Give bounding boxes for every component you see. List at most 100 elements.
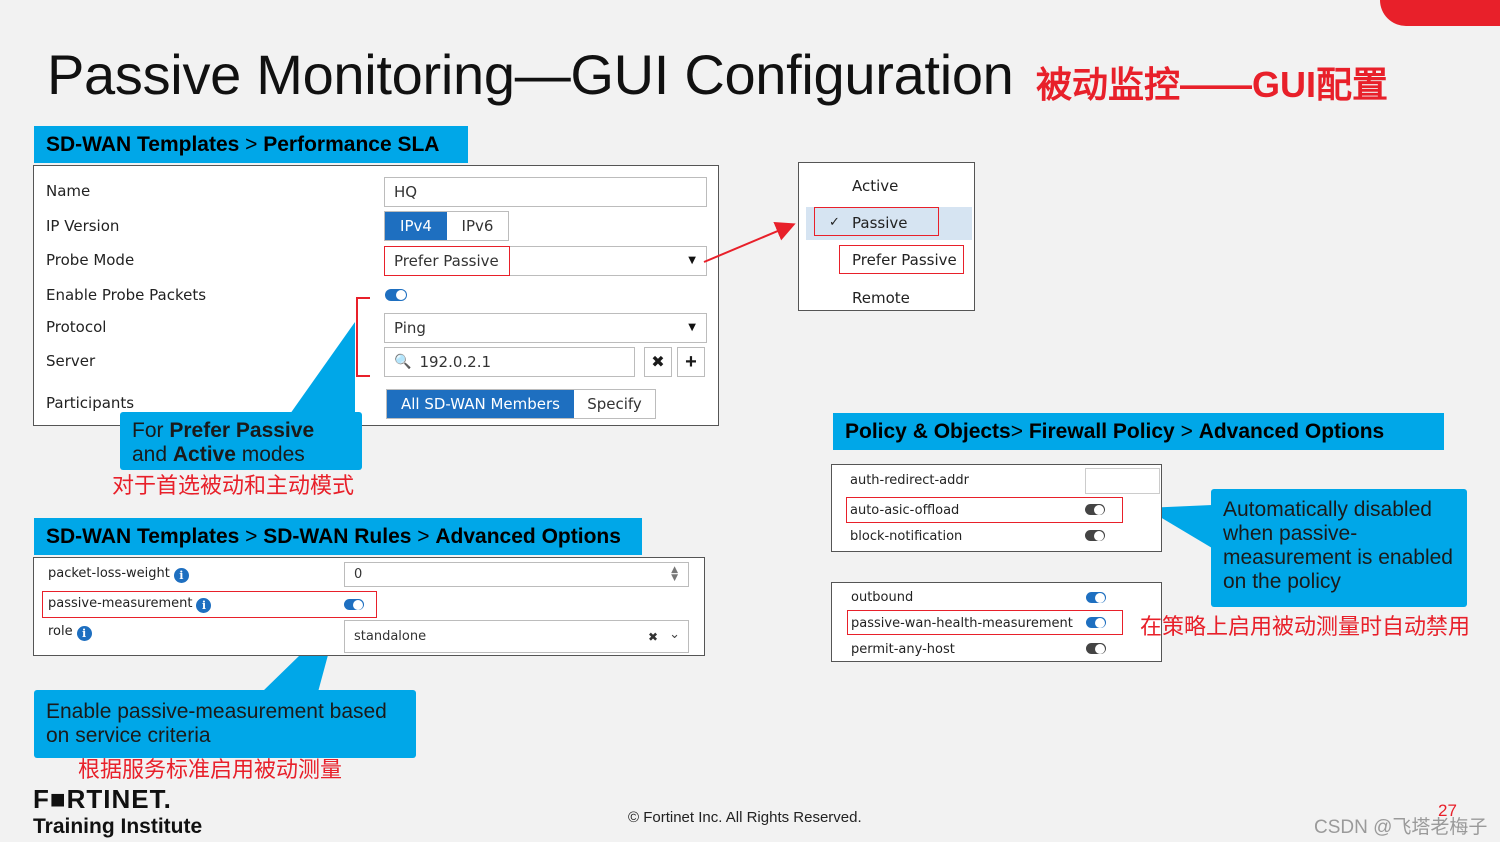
- specify-option[interactable]: Specify: [587, 395, 642, 413]
- header-part: SD-WAN Templates: [46, 133, 240, 156]
- menu-item-remote[interactable]: Remote: [852, 289, 910, 307]
- enable-probe-toggle[interactable]: [385, 289, 407, 301]
- header-part: Advanced Options: [435, 525, 621, 548]
- outbound-toggle[interactable]: [1086, 592, 1106, 603]
- name-input[interactable]: HQ: [384, 177, 707, 207]
- callout-bold: Active: [172, 443, 236, 466]
- ipv4-option[interactable]: IPv4: [385, 212, 447, 240]
- label-text: passive-measurement: [48, 596, 193, 611]
- ip-version-toggle: IPv4 IPv6: [384, 211, 509, 241]
- option-label: permit-any-host: [851, 642, 955, 657]
- remove-server-icon[interactable]: ✖: [644, 347, 672, 377]
- name-label: Name: [46, 182, 91, 200]
- rules-section-header: SD-WAN Templates > SD-WAN Rules > Advanc…: [34, 518, 642, 555]
- highlight-box: [839, 245, 964, 274]
- highlight-box: [42, 591, 377, 618]
- callout-cn: 在策略上启用被动测量时自动禁用: [1140, 614, 1471, 639]
- info-icon[interactable]: i: [173, 568, 189, 583]
- prefer-passive-callout: For Prefer Passive and Active modes: [120, 412, 362, 470]
- participants-toggle: All SD-WAN Members Specify: [386, 389, 656, 419]
- check-icon: ✓: [829, 215, 840, 230]
- server-value: 192.0.2.1: [419, 353, 492, 371]
- block-notification-toggle[interactable]: [1085, 530, 1105, 541]
- plw-value: 0: [354, 567, 363, 582]
- menu-item-passive[interactable]: Passive: [852, 214, 908, 232]
- header-part: SD-WAN Rules: [263, 525, 412, 548]
- pointer-arrow: [703, 221, 796, 263]
- option-label: passive-wan-health-measurement: [851, 616, 1073, 631]
- passive-measurement-toggle[interactable]: [344, 599, 364, 610]
- highlight-box: [384, 246, 510, 276]
- auto-asic-offload-toggle[interactable]: [1085, 504, 1105, 515]
- label-text: packet-loss-weight: [48, 566, 170, 581]
- server-label: Server: [46, 352, 96, 370]
- header-part: Performance SLA: [263, 133, 440, 156]
- header-sep: >: [1174, 420, 1199, 443]
- label-text: role: [48, 624, 73, 639]
- training-institute-label: Training Institute: [33, 815, 203, 838]
- callout-bold: Prefer Passive: [169, 419, 315, 442]
- protocol-value: Ping: [394, 319, 426, 337]
- header-sep: >: [1010, 420, 1029, 443]
- fortinet-logo: F■RTINET.: [33, 784, 172, 814]
- menu-item-active[interactable]: Active: [852, 177, 899, 195]
- probe-mode-menu: Active ✓ Passive Prefer Passive Remote: [798, 162, 975, 311]
- server-input[interactable]: 🔍 192.0.2.1: [384, 347, 635, 377]
- clear-icon[interactable]: ✖: [647, 630, 658, 644]
- callout-text: For: [132, 419, 170, 442]
- header-part: Advanced Options: [1198, 420, 1385, 443]
- callout-cn: 根据服务标准启用被动测量: [78, 757, 343, 782]
- option-label: outbound: [851, 590, 914, 605]
- header-part: Firewall Policy: [1028, 420, 1175, 443]
- enable-probe-label: Enable Probe Packets: [46, 286, 207, 304]
- packet-loss-weight-input[interactable]: 0 ▲▼: [344, 562, 689, 587]
- bracket-line: [356, 297, 370, 377]
- highlight-box: [846, 497, 1123, 523]
- page-number: 27: [1438, 801, 1457, 820]
- auth-redirect-addr-input[interactable]: [1085, 468, 1160, 494]
- sla-section-header: SD-WAN Templates > Performance SLA: [34, 126, 468, 163]
- info-icon[interactable]: i: [196, 598, 212, 613]
- caret-down-icon: ▼: [688, 322, 696, 333]
- header-part: SD-WAN Templates: [46, 525, 240, 548]
- ip-version-label: IP Version: [46, 217, 120, 235]
- callout-text: and: [132, 443, 173, 466]
- option-label: auto-asic-offload: [850, 503, 960, 518]
- add-server-icon[interactable]: +: [677, 347, 705, 377]
- probe-mode-value: Prefer Passive: [394, 252, 499, 270]
- permit-any-host-toggle[interactable]: [1086, 643, 1106, 654]
- menu-item-prefer-passive[interactable]: Prefer Passive: [852, 251, 957, 269]
- menu-item-passive-bg: [806, 207, 972, 240]
- role-select[interactable]: standalone ✖ ⌄: [344, 620, 689, 653]
- callout-cn: 对于首选被动和主动模式: [112, 473, 355, 498]
- passive-wan-health-toggle[interactable]: [1086, 617, 1106, 628]
- callout-tail: [290, 322, 355, 414]
- policy-options-panel-bottom: outbound passive-wan-health-measurement …: [831, 582, 1162, 662]
- policy-section-header: Policy & Objects> Firewall Policy > Adva…: [833, 413, 1444, 450]
- callout-text: modes: [235, 443, 305, 466]
- ipv6-option[interactable]: IPv6: [461, 217, 494, 235]
- participants-label: Participants: [46, 394, 135, 412]
- highlight-box: [847, 610, 1123, 635]
- header-sep: >: [411, 525, 436, 548]
- stepper-icon[interactable]: ▲▼: [671, 565, 678, 583]
- page-title: Passive Monitoring—GUI Configuration: [47, 43, 1014, 106]
- probe-mode-select[interactable]: Prefer Passive ▼: [384, 246, 707, 276]
- page-title-cn: 被动监控——GUI配置: [1036, 64, 1389, 105]
- copyright: © Fortinet Inc. All Rights Reserved.: [628, 809, 862, 826]
- header-sep: >: [239, 133, 264, 156]
- caret-down-icon: ▼: [688, 255, 696, 266]
- all-members-option[interactable]: All SD-WAN Members: [387, 390, 574, 418]
- search-icon: 🔍: [394, 354, 412, 370]
- role-value: standalone: [354, 629, 427, 644]
- header-sep: >: [239, 525, 264, 548]
- chevron-down-icon[interactable]: ⌄: [669, 627, 680, 642]
- passive-measurement-callout: Enable passive-measurement based on serv…: [34, 690, 416, 758]
- policy-options-panel-top: auth-redirect-addr auto-asic-offload blo…: [831, 464, 1162, 552]
- info-icon[interactable]: i: [76, 626, 92, 641]
- protocol-select[interactable]: Ping ▼: [384, 313, 707, 343]
